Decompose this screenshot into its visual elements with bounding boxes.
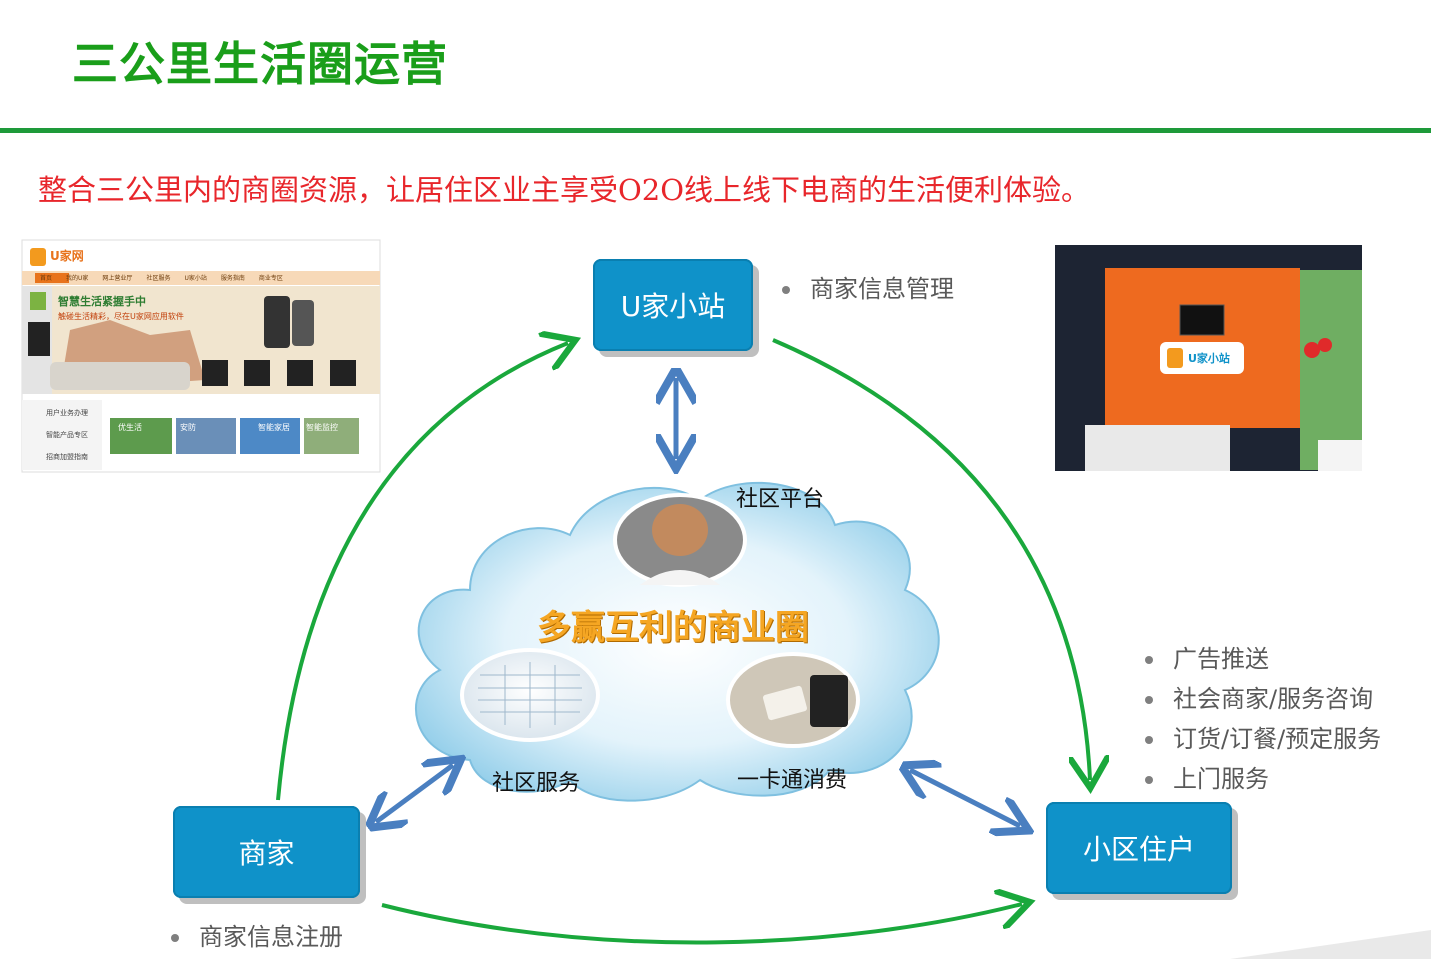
website-nav-item: 服务指南 [220,275,245,282]
title-divider [0,128,1431,133]
cloud-center-text: 多赢互利的商业圈 [537,608,809,648]
website-slogan: 智慧生活紧握手中 [58,295,146,308]
bullet-item: 社会商家/服务咨询 [1145,679,1381,719]
website-nav-item: 网上营业厅 [102,275,133,282]
website-nav-item: 商业专区 [258,275,283,282]
arrow-merchant-to-station [276,343,568,801]
spreadsheet-icon [478,662,582,728]
station-node: U家小站 [593,259,753,351]
bullet-item: 上门服务 [1145,759,1381,799]
website-tagline: 触碰生活精彩，尽在U家网应用软件 [58,312,184,321]
website-logo-icon [30,248,46,266]
station-photo-sign: U家小站 [1188,352,1230,365]
arrow-merchant-to-resident [381,904,1022,945]
page-title: 三公里生活圈运营 [72,37,448,91]
cloud-label-platform: 社区平台 [736,487,825,512]
station-bullets: 商家信息管理 [782,269,954,309]
agent-shirt [640,570,720,585]
cloud [415,481,940,802]
website-nav-item: 我的U家 [66,275,89,282]
qr-codes [202,360,356,386]
merchant-bullets: 商家信息注册 [171,917,343,957]
card-icon [762,685,808,721]
website-screenshot [21,239,381,473]
phone-icon [264,296,290,348]
resident-node: 小区住户 [1046,802,1232,894]
arrow-merchant-cloud [376,765,453,822]
website-nav-item: U家小站 [184,275,207,282]
website-side-item: 招商加盟指南 [46,453,88,461]
phone-icon-2 [292,300,314,346]
station-photo [1055,245,1362,471]
cloud-label-card: 一卡通消费 [737,768,848,793]
station-logo-icon [1167,348,1183,368]
website-side-item: 智能产品专区 [46,431,88,439]
corner-decoration [1230,930,1431,959]
resident-bullets: 广告推送 社会商家/服务咨询 订货/订餐/预定服务 上门服务 [1145,639,1381,799]
android-icon [30,292,46,310]
website-side-menu: 用户业务办理 智能产品专区 招商加盟指南 [46,408,88,462]
bullet-item: 广告推送 [1145,639,1381,679]
apple-icon [28,322,50,356]
website-nav: 首页 我的U家 网上营业厅 社区服务 U家小站 服务指南 商业专区 [40,273,283,282]
bullet-item: 订货/订餐/预定服务 [1145,719,1381,759]
card-reader-icon [810,675,848,727]
website-tile-label: 优生活 [118,423,142,432]
website-nav-item: 首页 [40,275,53,282]
bullet-item: 商家信息注册 [171,917,343,957]
website-tile-label: 智能监控 [306,423,338,432]
arrow-station-to-resident [772,338,1090,780]
website-tile-label: 智能家居 [258,423,290,432]
website-side-item: 用户业务办理 [46,409,88,417]
merchant-node: 商家 [173,806,360,898]
agent-face-icon [652,504,708,556]
bullet-item: 商家信息管理 [782,269,954,309]
website-tile-label: 安防 [180,423,196,432]
website-nav-item: 社区服务 [146,275,171,282]
tv-icon [1179,304,1225,336]
website-logo-text: U家网 [50,249,84,263]
subtitle: 整合三公里内的商圈资源，让居住区业主享受O2O线上线下电商的生活便利体验。 [38,173,1091,207]
arrow-cloud-resident [910,770,1020,826]
cloud-label-service: 社区服务 [492,771,581,796]
